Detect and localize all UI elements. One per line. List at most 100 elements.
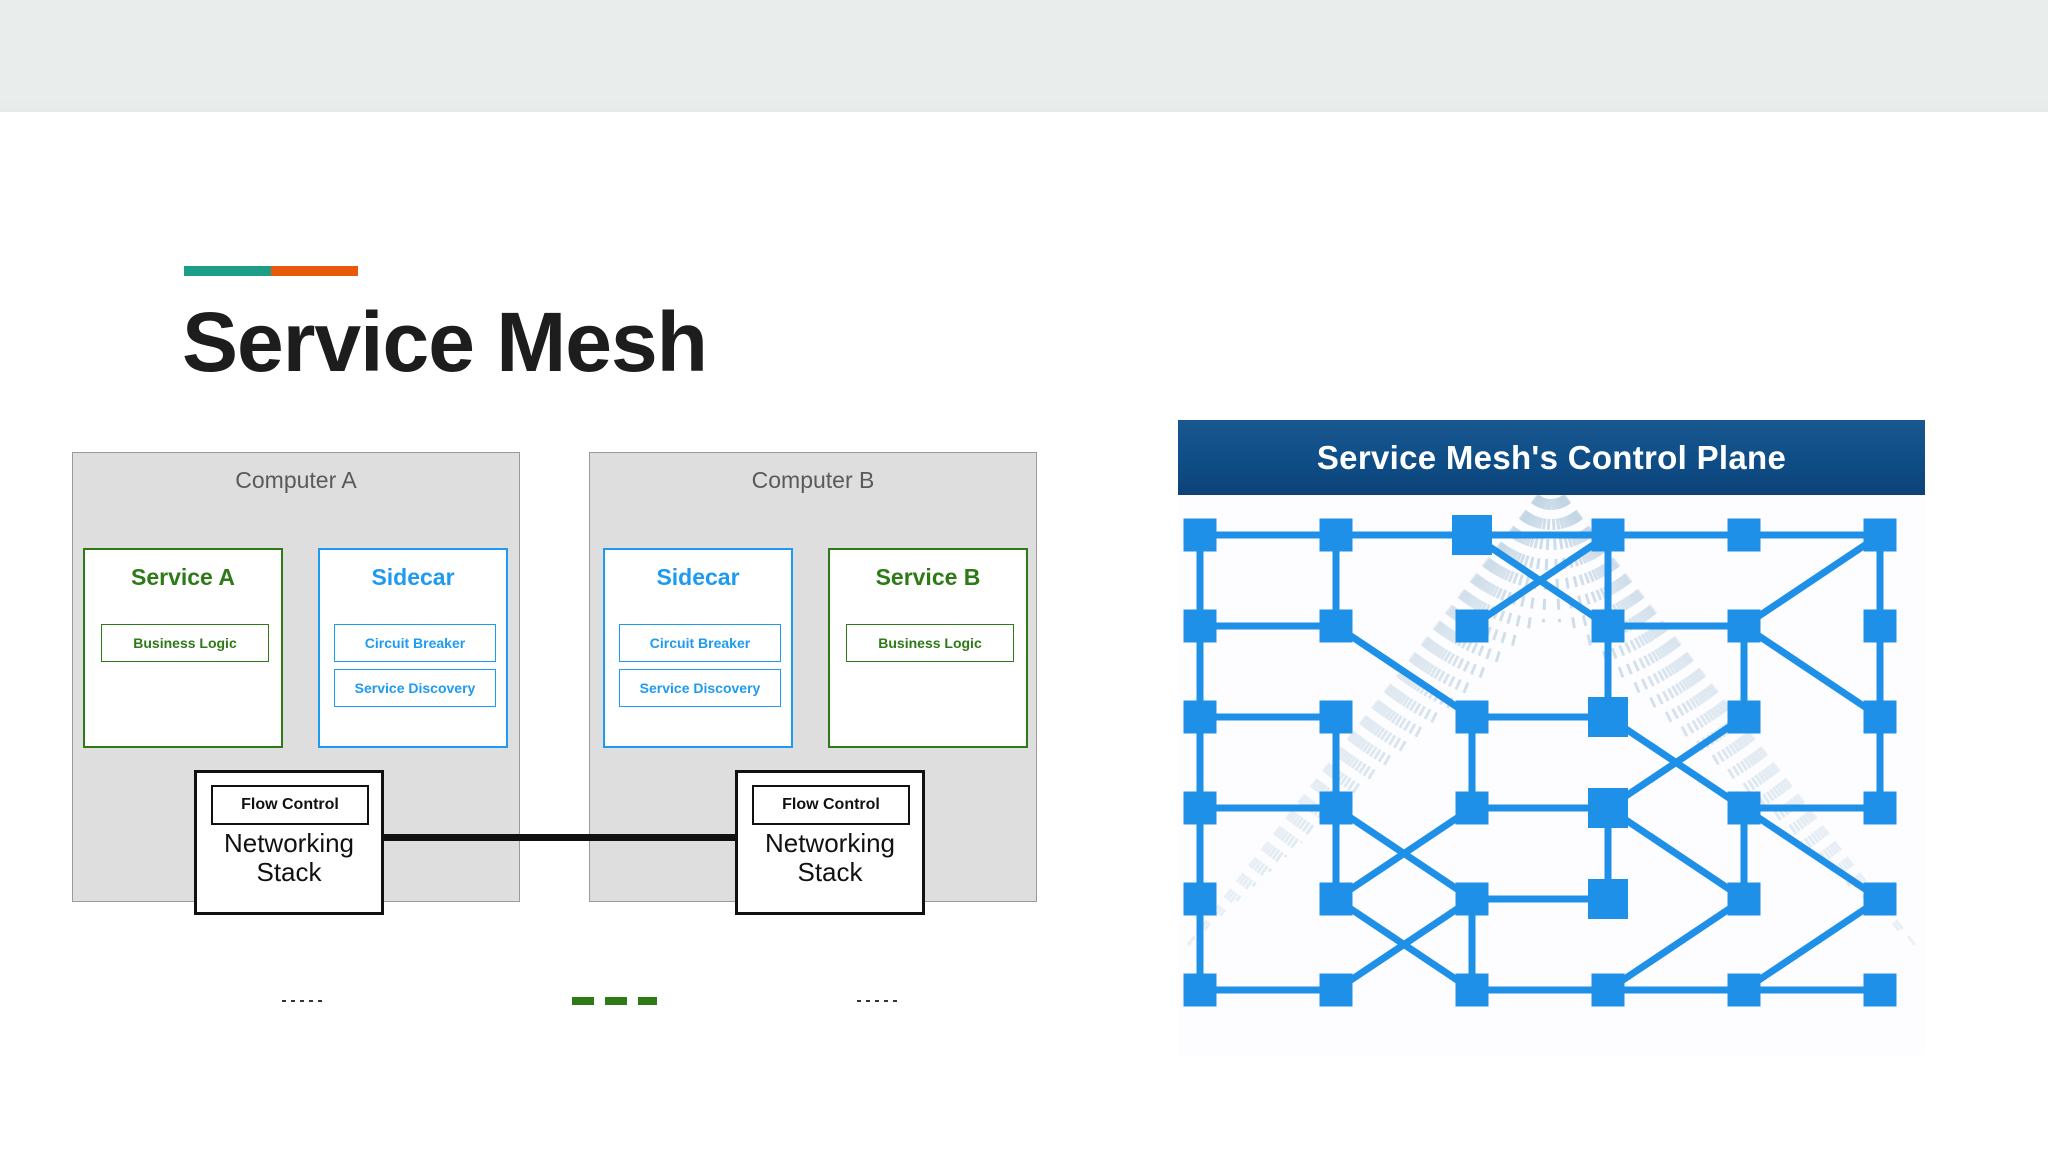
- mesh-node: [1863, 882, 1897, 916]
- networking-stack-b-label: Networking Stack: [738, 828, 922, 888]
- service-a-box: Service A Business Logic: [83, 548, 283, 748]
- fan-line: [1560, 495, 1804, 844]
- sidecar-b-box: Sidecar Circuit Breaker Service Discover…: [603, 548, 793, 748]
- mesh-node: [1183, 700, 1217, 734]
- networking-stack-b-box: Flow Control Networking Stack: [735, 770, 925, 915]
- sidecar-b-circuit-breaker: Circuit Breaker: [619, 624, 781, 662]
- fan-line: [1525, 495, 1551, 638]
- page-title: Service Mesh: [182, 295, 708, 389]
- mesh-node: [1727, 973, 1761, 1007]
- mesh-link: [1742, 623, 1882, 720]
- fan-line: [1560, 495, 1820, 858]
- fan-line: [1551, 495, 1578, 638]
- fan-line: [1493, 495, 1548, 667]
- computer-a-label: Computer A: [235, 467, 357, 493]
- flow-control-a: Flow Control: [211, 785, 369, 825]
- control-plane-banner-text: Service Mesh's Control Plane: [1316, 438, 1787, 476]
- mesh-node: [1863, 791, 1897, 825]
- connector-networking-stack-a-to-b: [372, 834, 747, 841]
- accent-segment-orange: [271, 266, 358, 276]
- mesh-node: [1455, 973, 1489, 1007]
- mesh-link: [1334, 623, 1474, 720]
- sidecar-b-service-discovery: Service Discovery: [619, 669, 781, 707]
- mesh-node: [1319, 700, 1353, 734]
- networking-stack-b-line2: Stack: [797, 857, 863, 888]
- fan-line: [1509, 495, 1549, 653]
- mesh-node: [1452, 515, 1492, 555]
- sidecar-a-circuit-breaker: Circuit Breaker: [334, 624, 496, 662]
- sidecar-a-service-discovery: Service Discovery: [334, 669, 496, 707]
- networking-stack-b-line1: Networking: [764, 828, 896, 858]
- mesh-node: [1588, 879, 1628, 919]
- sidecar-a-title: Sidecar: [371, 564, 455, 590]
- mesh-node: [1183, 973, 1217, 1007]
- mesh-node: [1455, 609, 1489, 643]
- mesh-nodes: [1183, 515, 1897, 1007]
- fan-line: [1396, 495, 1544, 756]
- mesh-node: [1319, 791, 1353, 825]
- service-b-box: Service B Business Logic: [828, 548, 1028, 748]
- mesh-node: [1319, 882, 1353, 916]
- fan-line: [1541, 495, 1552, 623]
- mesh-node: [1863, 973, 1897, 1007]
- computer-b-label: Computer B: [751, 467, 875, 493]
- mesh-node: [1319, 609, 1353, 643]
- fan-line: [1553, 495, 1594, 653]
- mesh-network-svg: [1183, 495, 1917, 1007]
- fan-line: [1299, 495, 1542, 844]
- mesh-node: [1183, 518, 1217, 552]
- service-a-title: Service A: [131, 564, 235, 590]
- slide-top-band: [0, 0, 2048, 112]
- mesh-node: [1863, 609, 1897, 643]
- fan-line: [1202, 495, 1541, 932]
- mesh-node: [1863, 518, 1897, 552]
- mesh-node: [1863, 700, 1897, 734]
- connector-sidecar-b-to-service-b: [857, 1000, 901, 1002]
- mesh-node: [1183, 791, 1217, 825]
- service-mesh-control-plane-figure: Service Mesh's Control Plane: [1178, 420, 1925, 1055]
- flow-control-b: Flow Control: [752, 785, 910, 825]
- mesh-link: [1606, 805, 1746, 902]
- service-b-business-logic: Business Logic: [846, 624, 1014, 662]
- fan-line: [1555, 495, 1626, 682]
- mesh-link: [1742, 805, 1882, 902]
- mesh-link: [1742, 532, 1882, 629]
- mesh-node: [1727, 609, 1761, 643]
- mesh-node: [1319, 518, 1353, 552]
- mesh-links: [1196, 531, 1884, 994]
- mesh-node: [1727, 700, 1761, 734]
- networking-stack-a-line2: Stack: [256, 857, 322, 888]
- mesh-node: [1319, 973, 1353, 1007]
- mesh-link: [1470, 532, 1610, 629]
- mesh-node: [1727, 791, 1761, 825]
- mesh-link: [1606, 896, 1746, 993]
- fan-line: [1558, 495, 1707, 756]
- accent-segment-teal: [184, 266, 271, 276]
- fan-line: [1251, 495, 1542, 888]
- mesh-node: [1183, 882, 1217, 916]
- service-a-business-logic: Business Logic: [101, 624, 269, 662]
- computer-b-panel: Computer B Sidecar Circuit Breaker Servi…: [589, 452, 1037, 902]
- networking-stack-a-line1: Networking: [223, 828, 355, 858]
- mesh-node: [1591, 973, 1625, 1007]
- networking-stack-a-box: Flow Control Networking Stack: [194, 770, 384, 915]
- networking-stack-a-label: Networking Stack: [197, 828, 381, 888]
- mesh-link: [1334, 805, 1474, 902]
- mesh-node: [1455, 791, 1489, 825]
- mesh-network-graphic: [1178, 495, 1925, 1055]
- fan-line: [1445, 495, 1546, 711]
- mesh-node: [1588, 788, 1628, 828]
- mesh-node: [1727, 518, 1761, 552]
- service-b-title: Service B: [875, 564, 981, 590]
- title-accent-bar: [184, 266, 358, 276]
- mesh-node: [1591, 518, 1625, 552]
- mesh-node: [1727, 882, 1761, 916]
- mesh-node: [1591, 609, 1625, 643]
- control-plane-banner: Service Mesh's Control Plane: [1178, 420, 1925, 495]
- mesh-node: [1183, 609, 1217, 643]
- fan-line: [1561, 495, 1901, 932]
- mesh-link: [1334, 896, 1474, 993]
- mesh-link: [1742, 896, 1882, 993]
- connector-sidecar-a-to-sidecar-b: [572, 997, 657, 1005]
- service-mesh-sidecar-diagram: Computer A Service A Business Logic Side…: [72, 452, 1037, 1005]
